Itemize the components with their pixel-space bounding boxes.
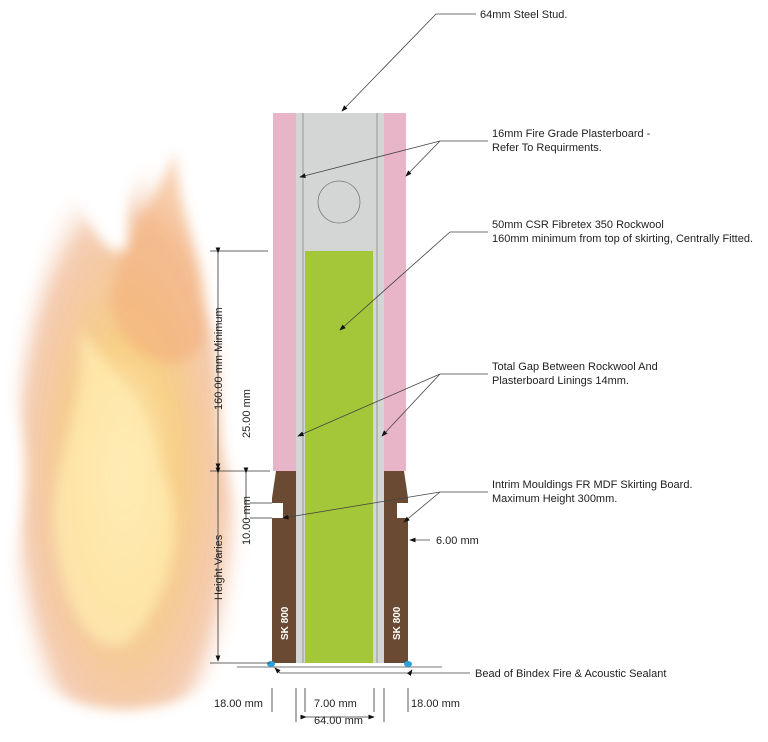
dim-right-18: 18.00 mm bbox=[411, 698, 460, 710]
flame-illustration bbox=[10, 120, 241, 710]
leader-lines bbox=[274, 13, 488, 676]
label-sealant: Bead of Bindex Fire & Acoustic Sealant bbox=[475, 668, 666, 680]
label-plasterboard-1: 16mm Fire Grade Plasterboard - bbox=[492, 128, 651, 140]
dim-25: 25.00 mm bbox=[241, 389, 253, 438]
wall-section: SK 800 SK 800 bbox=[237, 113, 442, 668]
label-gap-2: Plasterboard Linings 14mm. bbox=[492, 375, 629, 387]
service-hole bbox=[317, 180, 361, 224]
dim-gap-7: 7.00 mm bbox=[314, 698, 357, 710]
dim-height-varies: Height Varies bbox=[213, 534, 225, 600]
skirting-left bbox=[272, 471, 296, 663]
label-plasterboard-2: Refer To Requirments. bbox=[492, 142, 602, 154]
dimension-lines bbox=[210, 247, 409, 722]
label-rockwool-2: 160mm minimum from top of skirting, Cent… bbox=[492, 233, 753, 245]
dim-stud-64: 64.00 mm bbox=[314, 715, 363, 727]
label-rockwool-1: 50mm CSR Fibretex 350 Rockwool bbox=[492, 219, 664, 231]
label-steel-stud: 64mm Steel Stud. bbox=[480, 9, 567, 21]
rockwool bbox=[305, 251, 373, 663]
sealant-bead-right bbox=[404, 661, 412, 667]
label-gap-1: Total Gap Between Rockwool And bbox=[492, 361, 658, 373]
plasterboard-left bbox=[273, 113, 296, 471]
sealant-bead-left bbox=[267, 661, 275, 667]
dim-10: 10.00 mm bbox=[241, 496, 253, 545]
plasterboard-right bbox=[384, 113, 406, 471]
dim-160-minimum: 160.00 mm Minimum bbox=[213, 307, 225, 410]
dim-left-18: 18.00 mm bbox=[214, 698, 263, 710]
skirting-code-left: SK 800 bbox=[280, 606, 291, 640]
label-skirting-1: Intrim Mouldings FR MDF Skirting Board. bbox=[492, 479, 693, 491]
label-skirting-2: Maximum Height 300mm. bbox=[492, 493, 617, 505]
skirting-right bbox=[384, 471, 408, 663]
skirting-code-right: SK 800 bbox=[392, 606, 403, 640]
dim-6: 6.00 mm bbox=[436, 535, 479, 547]
